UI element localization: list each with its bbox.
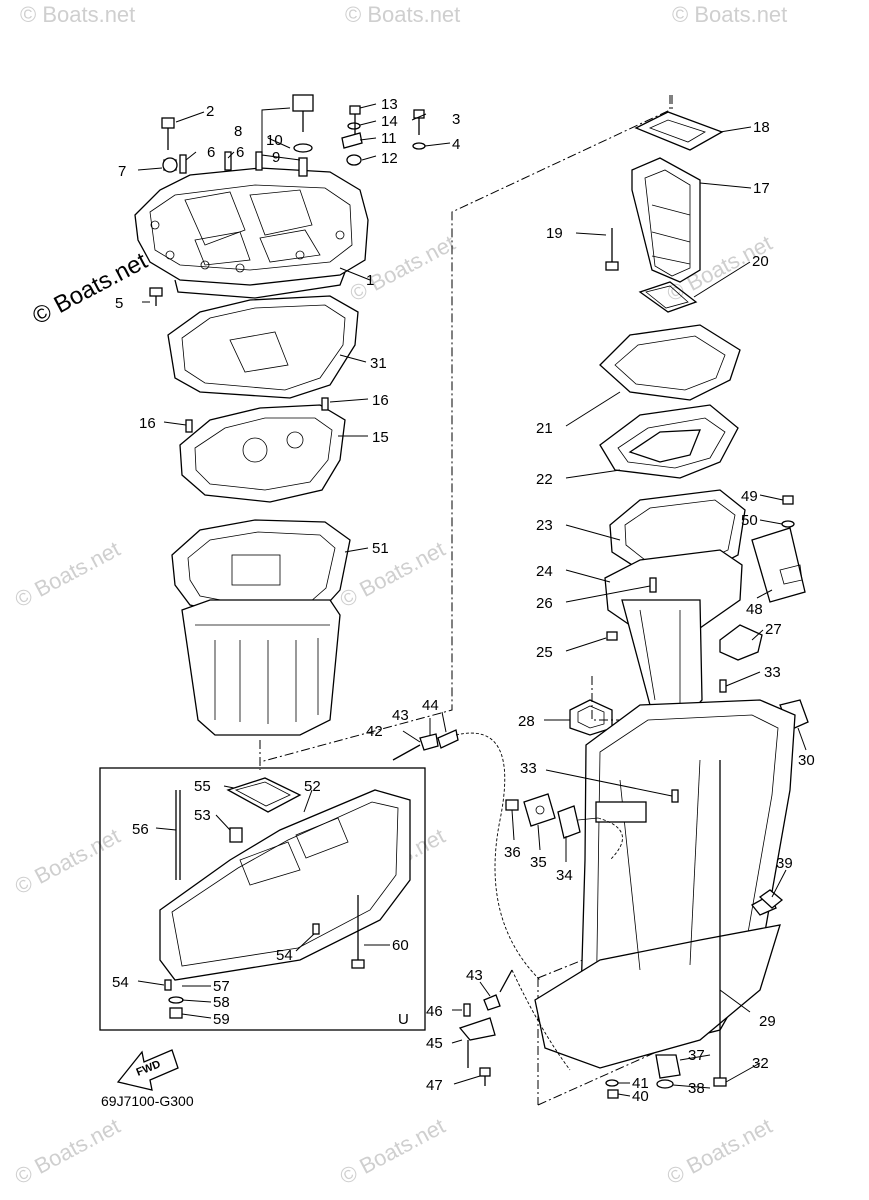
upper-casing-body	[181, 599, 341, 736]
callout-18: 18	[753, 119, 770, 136]
callout-55: 55	[194, 778, 211, 795]
callout-33: 33	[520, 760, 537, 777]
exhaust-manifold-stack	[599, 111, 746, 719]
watermark: © Boats.net	[663, 1113, 777, 1189]
water-pipe-parts	[505, 793, 623, 861]
watermark: © Boats.net	[11, 823, 125, 899]
callout-57: 57	[213, 978, 230, 995]
callout-26: 26	[536, 595, 553, 612]
callout-41: 41	[632, 1075, 649, 1092]
callout-52: 52	[304, 778, 321, 795]
callout-37: 37	[688, 1047, 705, 1064]
watermark: © Boats.net	[345, 2, 460, 27]
callout-39: 39	[776, 855, 793, 872]
callout-23: 23	[536, 517, 553, 534]
top-fasteners	[149, 94, 426, 306]
inset-parts	[159, 777, 411, 1019]
callout-44: 44	[422, 697, 439, 714]
callout-24: 24	[536, 563, 553, 580]
callout-43: 43	[466, 967, 483, 984]
watermark-primary: © Boats.net	[28, 247, 152, 330]
callout-60: 60	[392, 937, 409, 954]
callout-50: 50	[741, 512, 758, 529]
hose-fitting-parts	[392, 729, 541, 981]
callout-42: 42	[366, 723, 383, 740]
gasket-51	[171, 519, 351, 619]
callout-59: 59	[213, 1011, 230, 1028]
callout-8: 8	[234, 123, 242, 140]
callout-25: 25	[536, 644, 553, 661]
callout-21: 21	[536, 420, 553, 437]
callout-10: 10	[266, 132, 283, 149]
leader-lines	[137, 103, 807, 1097]
inset-label: U	[398, 1011, 409, 1028]
callout-54: 54	[112, 974, 129, 991]
drain-plug-parts	[605, 1054, 681, 1099]
fwd-arrow-icon: FWD	[116, 1049, 179, 1091]
watermark: © Boats.net	[11, 1113, 125, 1189]
callout-7: 7	[118, 163, 126, 180]
watermark: © Boats.net	[20, 2, 135, 27]
callout-12: 12	[381, 150, 398, 167]
watermark: © Boats.net	[11, 536, 125, 612]
inset-box	[99, 767, 426, 1031]
callout-35: 35	[530, 854, 547, 871]
callout-38: 38	[688, 1080, 705, 1097]
callout-48: 48	[746, 601, 763, 618]
clip-39	[758, 889, 784, 909]
upper-cover-assembly	[134, 167, 369, 299]
callout-16: 16	[372, 392, 389, 409]
callout-1: 1	[366, 272, 374, 289]
callout-15: 15	[372, 429, 389, 446]
watermark: © Boats.net	[336, 536, 450, 612]
watermark: © Boats.net	[336, 1113, 450, 1189]
callout-28: 28	[518, 713, 535, 730]
diagram-code: 69J7100-G300	[101, 1093, 194, 1109]
callout-14: 14	[381, 113, 398, 130]
callout-58: 58	[213, 994, 230, 1011]
callout-43: 43	[392, 707, 409, 724]
callout-34: 34	[556, 867, 573, 884]
callout-4: 4	[452, 136, 460, 153]
callout-5: 5	[115, 295, 123, 312]
callout-3: 3	[452, 111, 460, 128]
callout-6: 6	[207, 144, 215, 161]
callout-11: 11	[381, 130, 397, 147]
callout-36: 36	[504, 844, 521, 861]
bracket-48-group	[751, 495, 806, 603]
callout-2: 2	[206, 103, 214, 120]
callout-30: 30	[798, 752, 815, 769]
callout-49: 49	[741, 488, 758, 505]
callout-20: 20	[752, 253, 769, 270]
bracket-45-group	[458, 969, 571, 1086]
callout-22: 22	[536, 471, 553, 488]
callout-13: 13	[381, 96, 398, 113]
callout-27: 27	[765, 621, 782, 638]
gasket-31	[167, 295, 359, 399]
callout-29: 29	[759, 1013, 776, 1030]
callout-33: 33	[764, 664, 781, 681]
callout-51: 51	[372, 540, 389, 557]
callout-labels: 2 3 4 5 6 6 7 8 9 10 11 12 13 14 1 31 15…	[112, 96, 815, 1105]
exhaust-guide-plate-15	[179, 397, 346, 503]
callout-6: 6	[236, 144, 244, 161]
callout-46: 46	[426, 1003, 443, 1020]
callout-53: 53	[194, 807, 211, 824]
callout-32: 32	[752, 1055, 769, 1072]
callout-19: 19	[546, 225, 563, 242]
callout-16: 16	[139, 415, 156, 432]
callout-54: 54	[276, 947, 293, 964]
callout-17: 17	[753, 180, 770, 197]
callout-47: 47	[426, 1077, 443, 1094]
callout-31: 31	[370, 355, 387, 372]
lower-casing-29	[534, 699, 796, 1087]
watermark: © Boats.net	[672, 2, 787, 27]
callout-40: 40	[632, 1088, 649, 1105]
callout-45: 45	[426, 1035, 443, 1052]
callout-9: 9	[272, 149, 280, 166]
callout-56: 56	[132, 821, 149, 838]
